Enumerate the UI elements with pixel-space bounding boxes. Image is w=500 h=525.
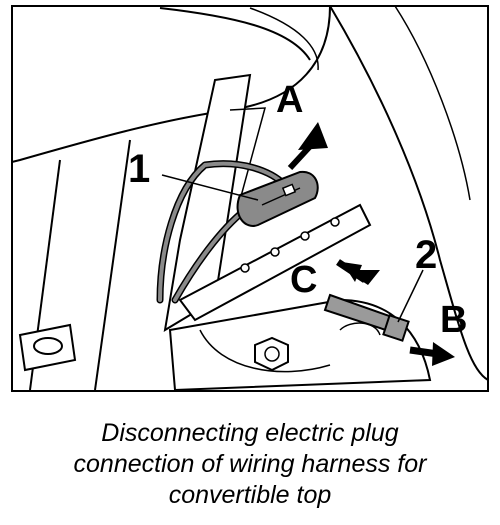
callout-1: 1 [128, 147, 150, 191]
plate-hole [270, 247, 280, 257]
mounting-plate [178, 203, 372, 322]
arrow-b-icon [409, 342, 455, 366]
arrow-a-icon [287, 122, 328, 171]
right-body-crease [394, 5, 471, 201]
plate-hole [330, 217, 340, 227]
callout-b: B [440, 299, 467, 341]
line-drawing: A B C 1 2 [11, 5, 489, 392]
callout-2: 2 [415, 233, 437, 277]
arrow-c-icon [336, 259, 380, 285]
technical-illustration: A B C 1 2 [11, 5, 489, 392]
panel-curve-inner [249, 7, 319, 71]
panel-curve [159, 7, 311, 61]
callout-a: A [276, 79, 303, 121]
leader-line-2 [397, 269, 424, 323]
callout-c: C [290, 259, 317, 301]
plate-hole [300, 231, 310, 241]
figure-caption: Disconnecting electric plug connection o… [73, 419, 427, 509]
connector-latch [281, 183, 297, 197]
plate-hole [240, 263, 250, 273]
right-body-shell [329, 5, 489, 381]
electric-plug-connector [236, 170, 319, 227]
housing-contour [199, 329, 331, 373]
bolt-center [264, 346, 280, 362]
left-pillar-edge-2 [94, 139, 131, 391]
wiring-harness-branch [173, 208, 247, 302]
bracket-hole [33, 337, 63, 355]
leader-line-1 [161, 174, 259, 201]
